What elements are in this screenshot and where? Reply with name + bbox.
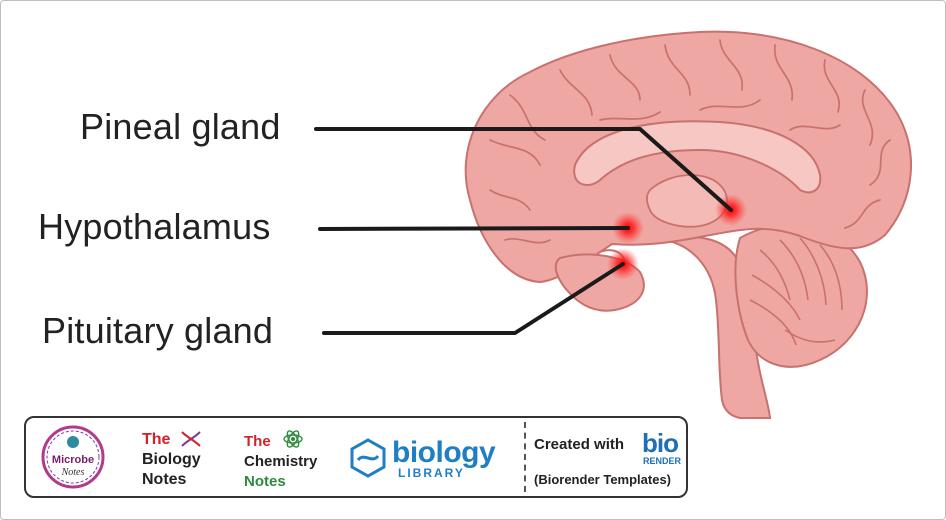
pineal-gland-label: Pineal gland <box>80 106 281 147</box>
chemistry-notes-chemistry-text: Chemistry <box>244 453 318 470</box>
biology-notes-the-text: The <box>142 431 171 448</box>
chemistry-notes-notes-text: Notes <box>244 473 286 490</box>
hypothalamus-leader-line <box>318 226 630 231</box>
microbe-notes-line1: Microbe <box>51 454 95 466</box>
biology-library-logo[interactable]: biology LIBRARY <box>26 418 506 496</box>
microbe-notes-line2: Notes <box>61 467 85 478</box>
biorender-word1: bio <box>642 428 679 458</box>
cerebrum-gyri <box>489 39 891 244</box>
biology-notes-notes-text: Notes <box>142 471 187 488</box>
footer-divider <box>524 422 526 492</box>
chemistry-notes-the-text: The <box>244 433 271 450</box>
hypothalamus-label: Hypothalamus <box>38 206 271 247</box>
pituitary-leader-line <box>322 262 625 335</box>
pituitary-gland-label: Pituitary gland <box>42 310 274 351</box>
pineal-leader-line <box>314 127 733 212</box>
biology-notes-word-notes: Notes <box>142 470 201 490</box>
dna-icon <box>181 431 201 447</box>
created-with-text: Created with <box>534 436 625 453</box>
microbe-notes-logo[interactable]: Microbe Notes <box>40 424 106 490</box>
biology-notes-logo[interactable]: The Biology Notes <box>142 430 201 490</box>
chemistry-notes-word-notes: Notes <box>244 472 317 492</box>
biology-notes-biology-text: Biology <box>142 451 201 468</box>
atom-icon <box>283 430 303 448</box>
biology-notes-word-biology: Biology <box>142 450 201 470</box>
biology-library-word2: LIBRARY <box>398 466 465 480</box>
biology-library-hexagon-icon <box>350 438 386 478</box>
chemistry-notes-word-chemistry: Chemistry <box>244 452 317 472</box>
corpus-callosum <box>573 120 822 194</box>
thalamus <box>646 174 728 228</box>
cerebellum-folds <box>749 237 843 346</box>
logo-footer: Microbe Notes The Biology Notes The Chem… <box>24 416 688 498</box>
chemistry-notes-logo[interactable]: The Chemistry Notes <box>244 430 317 492</box>
biology-notes-word-the: The <box>142 430 201 450</box>
biorender-word2: RENDER <box>643 456 682 466</box>
leader-lines <box>314 127 733 335</box>
biorender-templates-text: (Biorender Templates) <box>534 472 672 487</box>
biology-library-word1: biology <box>392 436 496 469</box>
chemistry-notes-word-the: The <box>244 432 317 452</box>
microbe-notes-emblem-icon <box>41 425 105 489</box>
